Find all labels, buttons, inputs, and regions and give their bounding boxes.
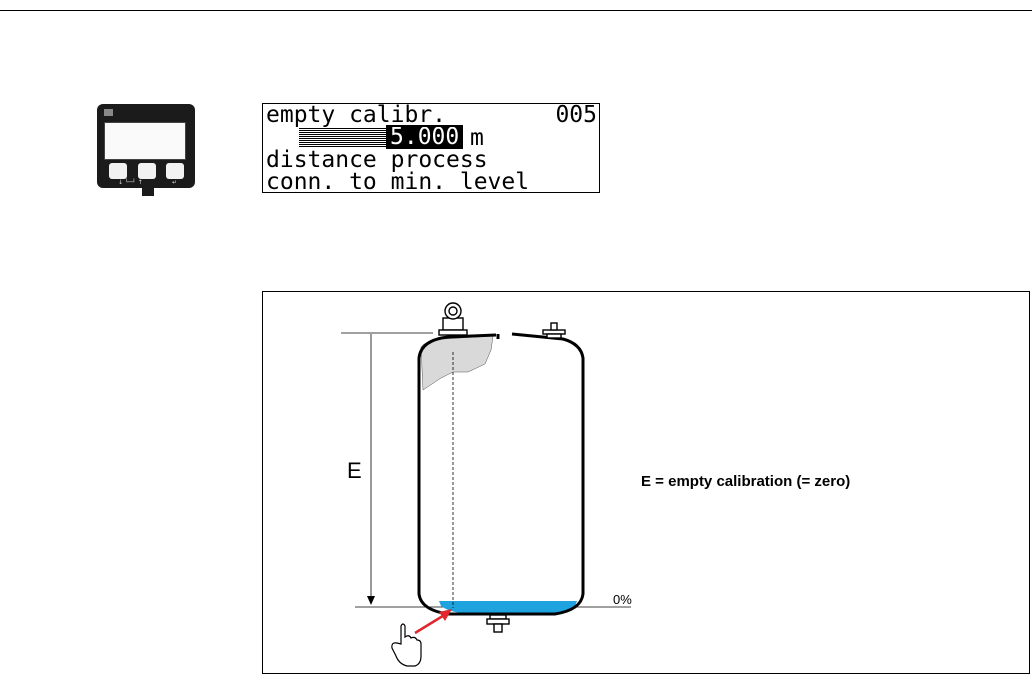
lcd-line-4: conn. to min. level bbox=[266, 171, 596, 193]
level-transmitter-icon bbox=[439, 303, 467, 335]
display-module-icon: ↓ └─┘ ↑ ↵ bbox=[97, 104, 195, 188]
pointing-hand-icon bbox=[392, 624, 421, 666]
top-nozzle-icon bbox=[543, 323, 565, 338]
e-dimension-label: E bbox=[347, 458, 362, 484]
tank-shading bbox=[421, 336, 493, 390]
enter-key-icon bbox=[166, 163, 184, 179]
logo-icon bbox=[104, 109, 113, 116]
zero-percent-label: 0% bbox=[613, 592, 632, 607]
plus-key-icon bbox=[138, 163, 156, 179]
bottom-nozzle-icon bbox=[487, 615, 509, 632]
enter-symbol-icon: ↵ bbox=[172, 179, 177, 186]
lcd-value: 5.000 bbox=[388, 127, 461, 147]
tank-diagram: E E = empty calibration (= zero) 0% bbox=[262, 291, 1030, 674]
red-arrow-icon bbox=[415, 609, 452, 633]
minus-key-icon bbox=[109, 163, 127, 179]
lcd-title: empty calibr. bbox=[266, 104, 596, 126]
lcd-display: empty calibr. 005 5.000 m distance proce… bbox=[262, 103, 600, 193]
lcd-unit: m bbox=[470, 127, 484, 149]
module-screen bbox=[104, 122, 186, 160]
liquid-fill bbox=[439, 601, 577, 613]
top-rule bbox=[0, 10, 1032, 11]
connector-icon bbox=[142, 188, 154, 196]
lcd-line-3: distance process bbox=[266, 149, 596, 171]
lcd-function-code: 005 bbox=[555, 104, 597, 126]
legend-text: E = empty calibration (= zero) bbox=[641, 473, 850, 490]
key-symbols-icon: ↓ └─┘ ↑ bbox=[118, 179, 143, 186]
